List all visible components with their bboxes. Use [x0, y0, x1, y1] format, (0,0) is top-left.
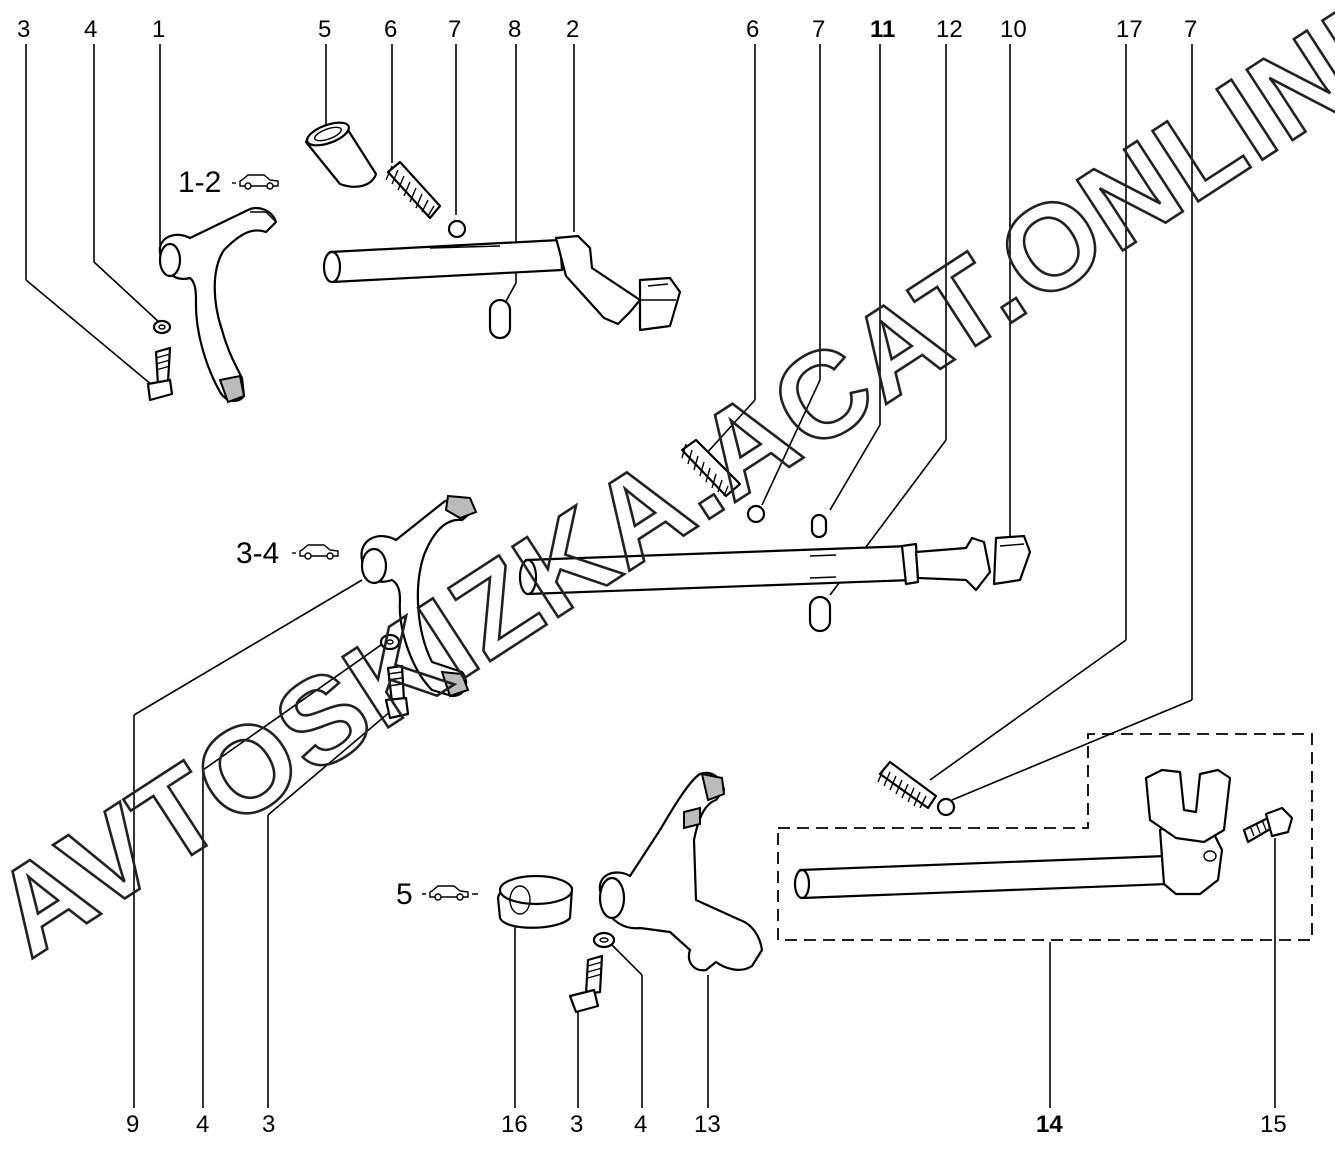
- ball-7: [447, 219, 467, 239]
- ball-7-mid: [746, 504, 766, 524]
- callout-3-bottom: 3: [262, 1111, 275, 1138]
- top-callouts: 3 4 1 5 6 7 8 2 6 7 11 12 10 17 7: [17, 16, 1197, 43]
- callout-7c-top: 7: [1184, 16, 1197, 43]
- shift-rod-2: [322, 234, 682, 332]
- callout-7b-top: 7: [812, 16, 825, 43]
- seal-12: [808, 595, 832, 633]
- callout-6b-top: 6: [746, 16, 759, 43]
- gear-label-5: 5: [396, 878, 478, 911]
- lock-washer-4: [152, 319, 172, 335]
- seal-11: [810, 513, 828, 539]
- leader-lines: [25, 44, 1276, 1108]
- callout-15-bottom: 15: [1260, 1111, 1287, 1138]
- callout-14-bottom: 14: [1036, 1111, 1063, 1138]
- callout-2-top: 2: [566, 16, 579, 43]
- gear-label-1-2: 1-2: [178, 166, 279, 199]
- callout-1-top: 1: [152, 16, 165, 43]
- shift-fork-1-2: [158, 206, 278, 404]
- bolt-15: [1242, 806, 1294, 844]
- callout-10-top: 10: [1000, 16, 1027, 43]
- callout-5-top: 5: [318, 16, 331, 43]
- callout-11-top: 11: [870, 16, 895, 43]
- bottom-callouts: 9 4 3 16 3 4 13 14 15: [126, 1111, 1287, 1138]
- shift-rod-14: [793, 768, 1232, 900]
- callout-6-top: 6: [384, 16, 397, 43]
- spring-6: [385, 160, 442, 220]
- callout-13-bottom: 13: [694, 1111, 721, 1138]
- gear-label-3-4: 3-4: [236, 537, 339, 570]
- car-icon: [292, 544, 339, 560]
- seal-8: [488, 298, 512, 340]
- callout-8-top: 8: [508, 16, 521, 43]
- bolt-3: [146, 346, 174, 402]
- callout-12-top: 12: [936, 16, 963, 43]
- gear-1-2-text: 1-2: [178, 166, 221, 199]
- callout-7-top: 7: [448, 16, 461, 43]
- spring-6-mid: [680, 438, 742, 498]
- callout-4-top: 4: [84, 16, 97, 43]
- lock-washer-4-bottom: [592, 931, 616, 949]
- car-icon: [422, 885, 478, 901]
- spring-17: [877, 760, 938, 810]
- sleeve-5: [304, 121, 378, 188]
- bolt-3-mid: [384, 664, 410, 720]
- shift-fork-3-4: [360, 494, 478, 698]
- callout-3b-bottom: 3: [570, 1111, 583, 1138]
- gear-5-text: 5: [396, 878, 413, 911]
- assembly-outline-14: [777, 733, 1313, 941]
- car-icon: [232, 174, 279, 190]
- sleeve-16: [496, 874, 574, 929]
- callout-4b-bottom: 4: [634, 1111, 647, 1138]
- gear-3-4-text: 3-4: [236, 537, 279, 570]
- shift-rod-10: [518, 534, 1032, 596]
- callout-3-top: 3: [17, 16, 30, 43]
- shift-fork-5: [598, 771, 764, 972]
- callout-17-top: 17: [1116, 16, 1143, 43]
- callout-4-bottom: 4: [196, 1111, 209, 1138]
- ball-7-bottom: [936, 797, 956, 817]
- lock-washer-4-mid: [379, 633, 401, 651]
- callout-9-bottom: 9: [126, 1111, 139, 1138]
- callout-16-bottom: 16: [501, 1111, 528, 1138]
- bolt-3-bottom: [568, 954, 604, 1014]
